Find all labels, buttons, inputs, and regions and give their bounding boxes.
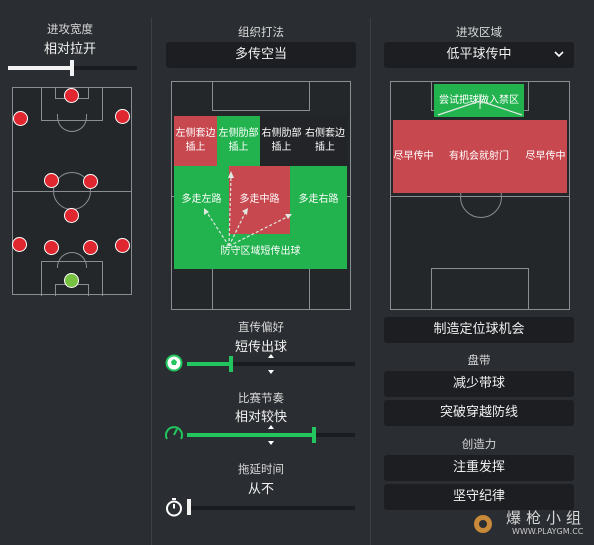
- column-divider-left: [151, 18, 152, 545]
- zone-centre-lane[interactable]: 多走中路: [229, 166, 290, 234]
- top-arc: [57, 114, 87, 132]
- player-left-back[interactable]: [12, 237, 27, 252]
- passing-title: 直传偏好: [238, 320, 284, 334]
- watermark-logo-icon: [474, 515, 492, 533]
- player-goalkeeper[interactable]: [64, 273, 79, 288]
- attack-title: 进攻区域: [456, 25, 502, 39]
- zone-right-early-cross[interactable]: 尽早传中: [524, 120, 567, 193]
- be-disciplined-button[interactable]: 坚守纪律: [384, 484, 574, 510]
- tempo-default-marker: [268, 425, 274, 445]
- formation-pitch: [12, 87, 132, 296]
- player-left-midfielder[interactable]: [44, 173, 59, 188]
- player-right-winger[interactable]: [115, 109, 130, 124]
- zone-left-early-cross[interactable]: 尽早传中: [393, 120, 434, 193]
- dribble-title: 盘带: [467, 353, 491, 367]
- bottom-arc: [57, 252, 87, 268]
- creative-title: 创造力: [461, 437, 497, 451]
- player-striker[interactable]: [64, 88, 79, 103]
- zone-left-half-space[interactable]: 左侧肋部插上: [217, 116, 260, 166]
- player-left-centre-back[interactable]: [44, 240, 59, 255]
- passing-slider-handle[interactable]: [229, 356, 233, 372]
- zone-right-wide-overlap[interactable]: 右侧套边插上: [303, 116, 347, 166]
- watermark-url: WWW.PLAYGM.CC: [512, 527, 584, 536]
- speedometer-icon: [165, 426, 183, 440]
- player-right-back[interactable]: [115, 238, 130, 253]
- width-title: 进攻宽度: [47, 22, 93, 36]
- passing-slider-fill: [187, 362, 231, 366]
- stopwatch-icon: [166, 498, 182, 517]
- attack-arrows: [437, 94, 523, 116]
- player-defensive-midfielder[interactable]: [64, 208, 79, 223]
- run-at-defence-button[interactable]: 突破穿越防线: [384, 400, 574, 426]
- width-value: 相对拉开: [43, 42, 96, 57]
- tempo-value: 相对较快: [234, 410, 287, 425]
- top-penalty-box: [212, 81, 310, 111]
- creative-freedom-button[interactable]: 注重发挥: [384, 455, 574, 481]
- player-right-midfielder[interactable]: [83, 174, 98, 189]
- tempo-slider-fill: [187, 433, 314, 437]
- watermark: 爆枪小组 WWW.PLAYGM.CC: [466, 505, 590, 541]
- attack-dropdown[interactable]: 低平球传中: [384, 42, 574, 68]
- zone-left-lane[interactable]: 多走左路: [174, 166, 229, 234]
- dribble-less-button[interactable]: 减少带球: [384, 371, 574, 397]
- attack-dropdown-value: 低平球传中: [446, 47, 512, 62]
- passing-slider-track: [187, 362, 355, 366]
- width-slider-fill: [8, 66, 72, 70]
- watermark-text: 爆枪小组: [506, 509, 587, 527]
- passing-default-marker: [268, 354, 274, 374]
- passing-arrows: [204, 171, 292, 247]
- zone-right-lane[interactable]: 多走右路: [290, 166, 347, 234]
- tempo-title: 比赛节奏: [238, 391, 284, 405]
- attack-pitch: [390, 81, 570, 310]
- set-piece-button[interactable]: 制造定位球机会: [384, 317, 574, 343]
- soccer-ball-icon: [165, 354, 183, 372]
- width-slider-handle[interactable]: [70, 60, 74, 76]
- timewaste-slider-handle[interactable]: [187, 499, 191, 515]
- timewaste-value: 从不: [247, 482, 274, 497]
- column-divider-right: [370, 18, 371, 545]
- timewaste-slider-track: [187, 506, 355, 510]
- tempo-slider-handle[interactable]: [312, 427, 316, 443]
- chevron-down-icon: [554, 51, 564, 58]
- zone-shoot-on-sight[interactable]: 有机会就射门: [434, 120, 524, 193]
- player-left-winger[interactable]: [13, 111, 28, 126]
- zone-left-wide-overlap[interactable]: 左侧套边插上: [174, 116, 217, 166]
- player-right-centre-back[interactable]: [83, 240, 98, 255]
- style-title: 组织打法: [238, 25, 284, 39]
- zone-defensive-short-pass[interactable]: 防守区域短传出球: [174, 234, 347, 269]
- style-dropdown[interactable]: 多传空当: [166, 42, 356, 68]
- bottom-penalty-box: [431, 268, 529, 310]
- passing-value: 短传出球: [234, 340, 287, 355]
- zone-right-half-space[interactable]: 右侧肋部插上: [260, 116, 303, 166]
- timewaste-title: 拖延时间: [238, 462, 284, 476]
